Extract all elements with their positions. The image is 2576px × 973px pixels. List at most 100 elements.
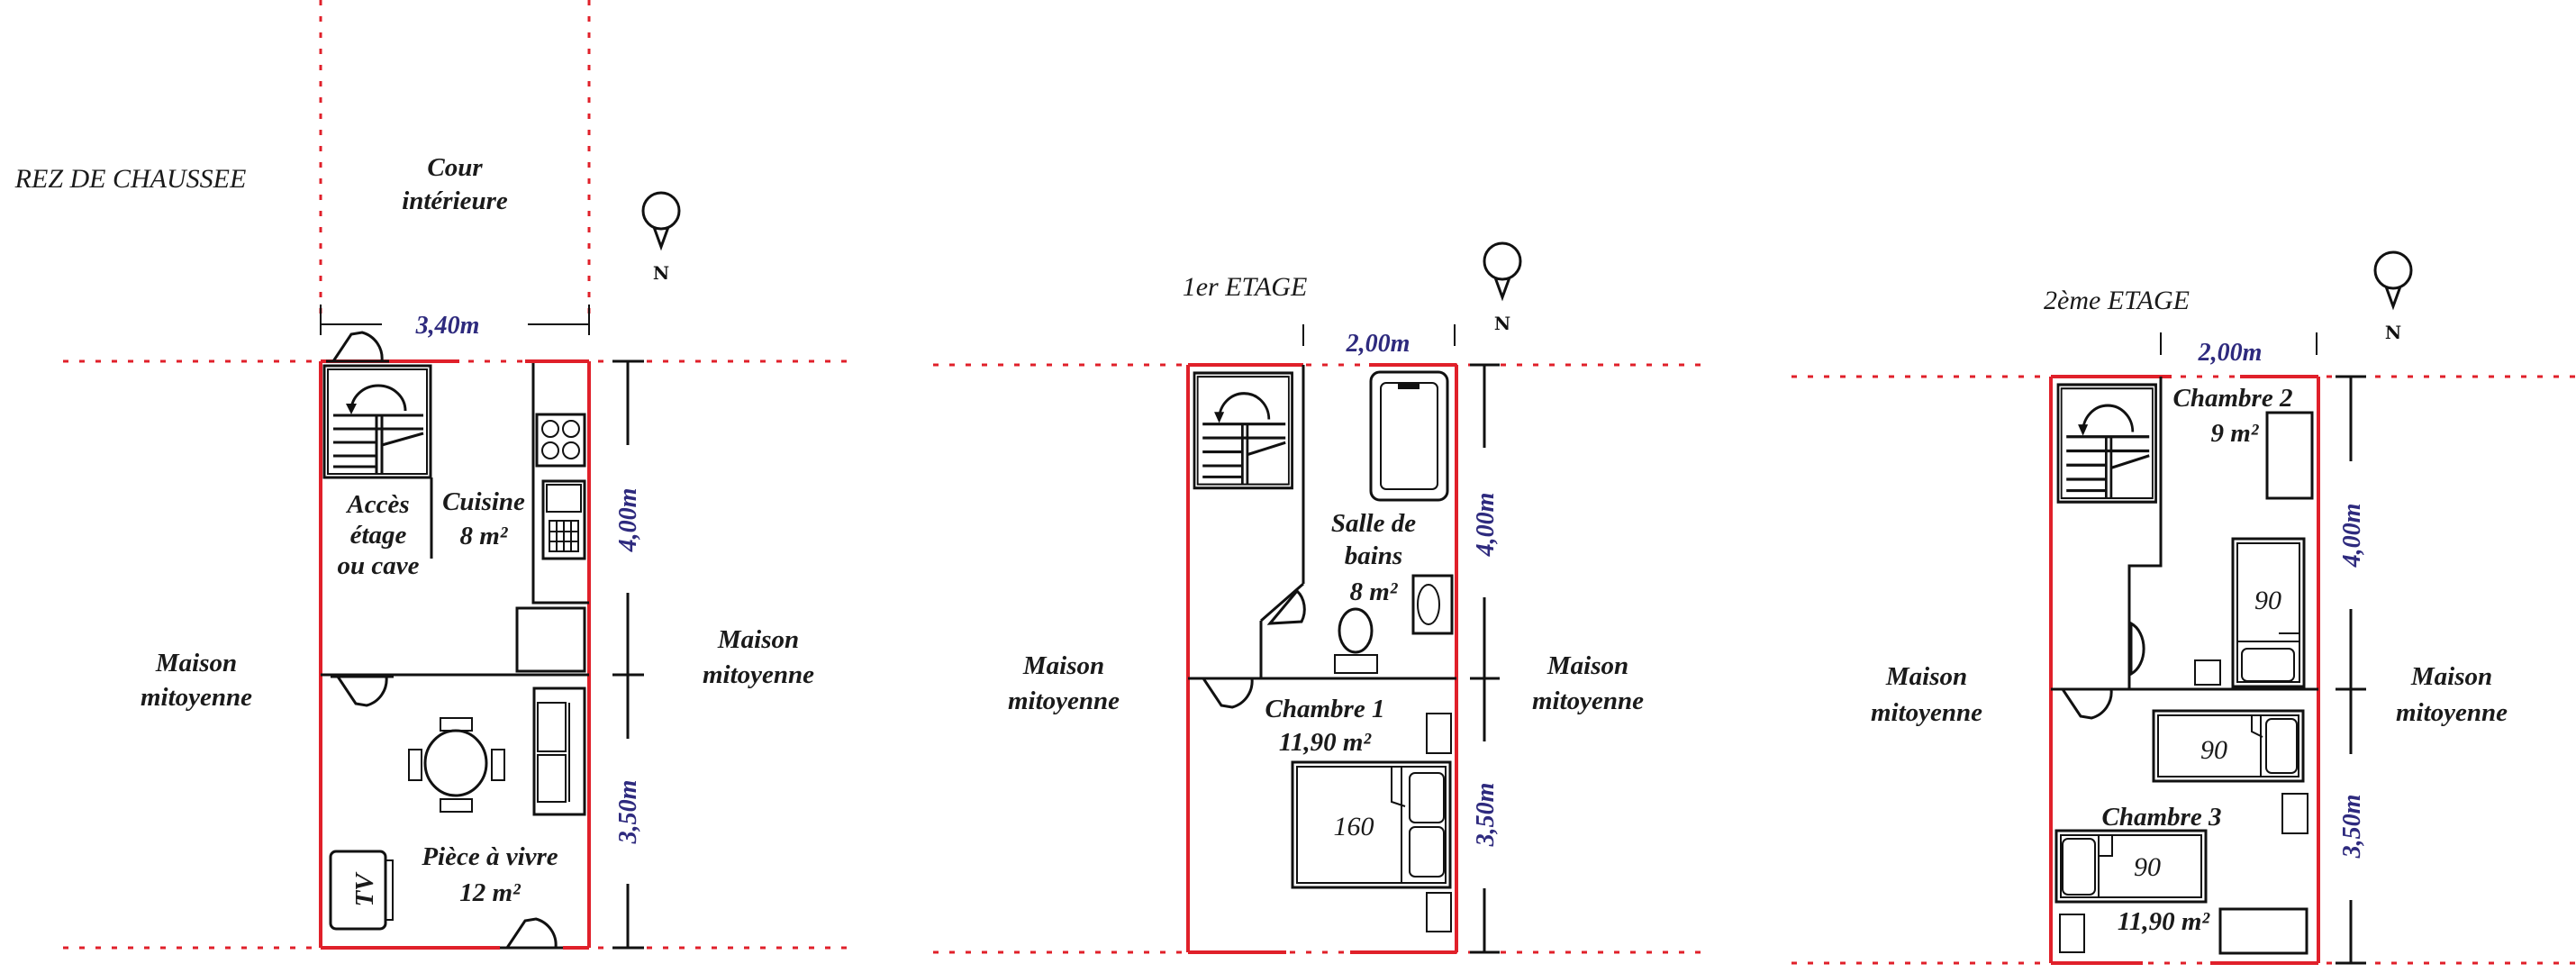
north-arrow-icon	[641, 191, 681, 249]
party-line	[933, 363, 1711, 954]
desk-icon	[2218, 907, 2308, 955]
door-icon[interactable]	[324, 331, 391, 363]
floor-title: REZ DE CHAUSSEE	[14, 164, 247, 194]
room-area-bathroom: 8 m²	[1349, 577, 1398, 606]
neighbor-label: Maison	[155, 649, 237, 677]
neighbor-label: Maison	[1885, 662, 1967, 691]
sink-icon	[541, 479, 586, 560]
neighbor-label: mitoyenne	[1532, 687, 1644, 715]
interior-walls	[321, 363, 589, 677]
width-dimension-line	[1302, 324, 1456, 346]
exterior-walls	[2049, 375, 2320, 965]
nightstand-icon	[2194, 659, 2221, 686]
door-icon[interactable]	[1194, 677, 1261, 709]
nightstand-icon	[1426, 713, 1452, 754]
width-dimension-line	[320, 305, 590, 335]
tv-label: TV	[350, 871, 379, 907]
staircase-icon	[1193, 371, 1294, 490]
depth-dimension-front: 4,00m	[614, 488, 642, 553]
door-icon[interactable]	[2054, 687, 2120, 720]
sofa-icon	[532, 687, 586, 816]
room-label-bedroom3: Chambre 3	[2102, 803, 2222, 832]
courtyard-label: intérieure	[402, 186, 508, 215]
single-bed-icon: 90	[2231, 537, 2306, 688]
tv-icon: TV	[329, 850, 394, 931]
depth-dimension-line	[2336, 375, 2366, 965]
depth-dimension-back: 3,50m	[1472, 783, 1500, 848]
room-label-access: étage	[350, 521, 407, 550]
depth-dimension-back: 3,50m	[614, 780, 642, 845]
interior-walls	[1188, 365, 1456, 680]
bed-size-label: 160	[1334, 812, 1374, 841]
room-label-bedroom1: Chambre 1	[1265, 695, 1385, 723]
neighbor-label: mitoyenne	[141, 683, 252, 712]
north-label: N	[653, 262, 669, 284]
exterior-walls	[1186, 363, 1458, 954]
north-arrow-icon	[1483, 241, 1522, 299]
fridge-icon	[515, 606, 586, 673]
neighbor-label: Maison	[1547, 651, 1628, 680]
bathtub-icon	[1369, 370, 1449, 502]
first-floor-plan: 1er ETAGE N 2,00m Salle de bains 8 m² Ch…	[933, 241, 1711, 954]
single-bed-icon: 90	[2152, 709, 2305, 783]
toilet-icon	[1334, 607, 1378, 674]
courtyard-boundary	[319, 0, 591, 324]
staircase-icon	[2056, 383, 2158, 504]
north-label: N	[2385, 322, 2401, 343]
neighbor-label: Maison	[1022, 651, 1104, 680]
stove-icon	[535, 413, 586, 468]
wardrobe-icon	[2265, 411, 2314, 500]
width-dimension-line	[2160, 332, 2317, 355]
room-area-bedroom1: 11,90 m²	[1279, 728, 1372, 757]
depth-dimension-line	[1470, 363, 1500, 954]
bed-size-label: 90	[2254, 586, 2281, 615]
floor-title: 2ème ETAGE	[2044, 286, 2190, 315]
depth-dimension-back: 3,50m	[2338, 795, 2366, 859]
nightstand-icon	[1426, 892, 1452, 932]
dining-table-icon	[408, 717, 505, 813]
room-area-bedroom3: 11,90 m²	[2118, 907, 2210, 936]
double-bed-icon: 160	[1291, 760, 1452, 889]
neighbor-label: mitoyenne	[2396, 698, 2508, 727]
room-label-access: Accès	[345, 490, 409, 519]
ground-floor-plan: REZ DE CHAUSSEE Cour intérieure N 3,40m …	[14, 0, 851, 950]
room-label-bedroom2: Chambre 2	[2173, 384, 2293, 413]
floor-title: 1er ETAGE	[1183, 272, 1308, 302]
neighbor-label: Maison	[717, 625, 799, 654]
neighbor-label: mitoyenne	[1871, 698, 1982, 727]
room-label-bathroom: Salle de	[1331, 509, 1416, 538]
door-icon[interactable]	[2129, 621, 2145, 677]
depth-dimension-front: 4,00m	[2338, 504, 2366, 568]
width-dimension: 2,00m	[1346, 330, 1410, 358]
room-label-living: Pièce à vivre	[421, 842, 558, 871]
bed-size-label: 90	[2200, 735, 2227, 765]
second-floor-plan: 2ème ETAGE N 2,00m Chambre 2 9 m² 90 90	[1791, 250, 2576, 965]
room-label-access: ou cave	[338, 551, 420, 580]
room-area-living: 12 m²	[459, 878, 522, 907]
exterior-walls	[319, 359, 591, 950]
room-area-kitchen: 8 m²	[459, 522, 508, 550]
neighbor-label: mitoyenne	[703, 660, 814, 689]
depth-dimension-line	[612, 359, 644, 950]
depth-dimension-front: 4,00m	[1472, 493, 1500, 558]
north-arrow-icon	[2373, 250, 2413, 308]
courtyard-label: Cour	[427, 153, 483, 182]
door-icon[interactable]	[498, 917, 565, 950]
door-icon[interactable]	[329, 675, 395, 707]
room-label-kitchen: Cuisine	[442, 487, 525, 516]
room-area-bedroom2: 9 m²	[2210, 419, 2259, 448]
nightstand-icon	[2281, 793, 2308, 834]
single-bed-icon: 90	[2054, 829, 2208, 904]
width-dimension: 2,00m	[2198, 339, 2263, 367]
neighbor-label: mitoyenne	[1008, 687, 1120, 715]
door-icon[interactable]	[1266, 588, 1306, 625]
staircase-icon	[322, 364, 432, 479]
nightstand-icon	[2059, 914, 2085, 953]
width-dimension: 3,40m	[415, 312, 480, 340]
room-label-bathroom: bains	[1345, 541, 1402, 570]
bed-size-label: 90	[2134, 852, 2161, 882]
washbasin-icon	[1411, 574, 1454, 635]
neighbor-label: Maison	[2410, 662, 2492, 691]
party-line	[1791, 375, 2576, 965]
